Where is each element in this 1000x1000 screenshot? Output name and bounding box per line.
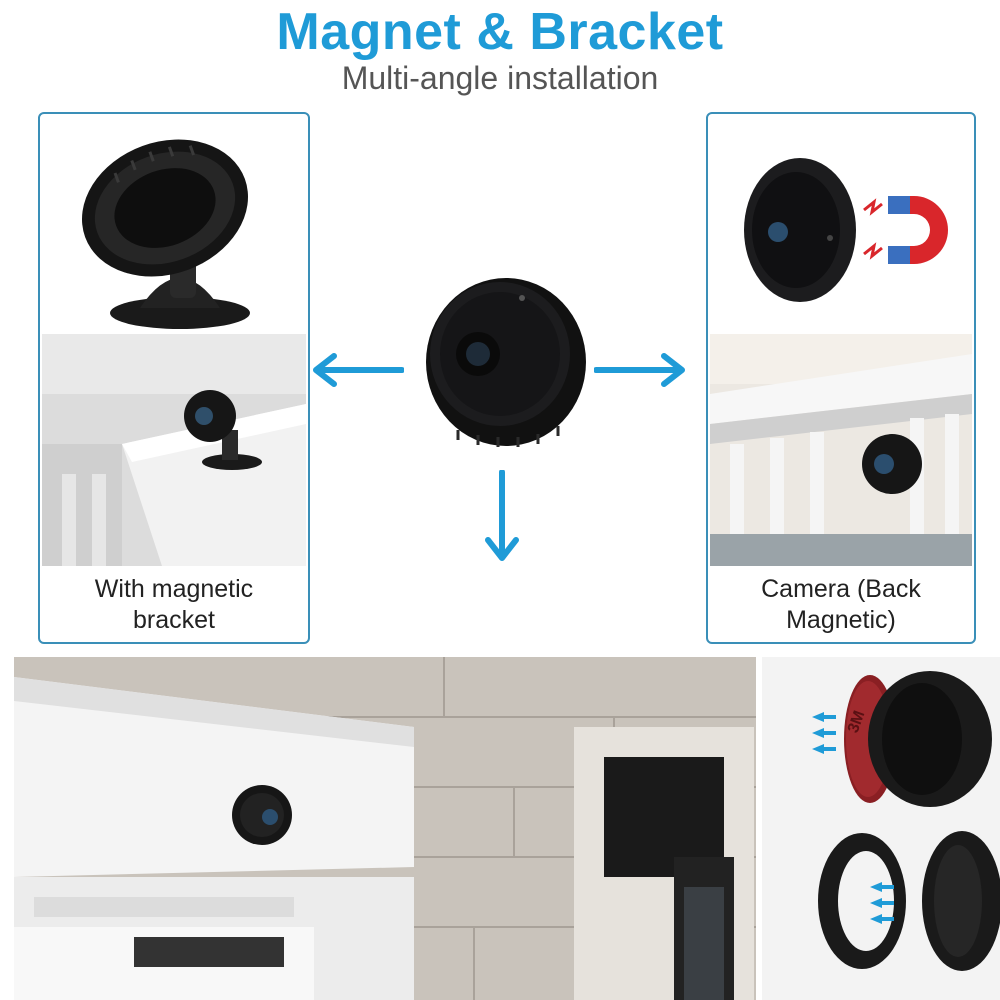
magnetic-back-panel: Camera (Back Magnetic) xyxy=(706,112,976,644)
adhesive-mount-diagram: 3M xyxy=(762,657,1000,1000)
magnetic-caption-line2: Magnetic) xyxy=(786,606,896,634)
bracket-mounted-photo xyxy=(42,334,306,566)
page-title: Magnet & Bracket xyxy=(276,3,724,61)
bracket-caption-line2: bracket xyxy=(133,606,215,634)
magnetic-caption-line1: Camera (Back xyxy=(761,575,921,603)
center-camera-image xyxy=(426,278,586,447)
page-subtitle: Multi-angle installation xyxy=(341,60,659,96)
magnet-icon xyxy=(888,196,948,264)
railing-mounted-photo xyxy=(710,334,972,566)
bracket-panel: With magnetic bracket xyxy=(38,112,310,644)
arrow-right-icon xyxy=(594,352,690,388)
bracket-caption-line1: With magnetic xyxy=(94,575,254,603)
adhesive-parts-image xyxy=(812,671,1000,971)
wall-mounted-photo xyxy=(14,657,756,1000)
arrow-left-icon xyxy=(308,352,404,388)
arrow-down-icon xyxy=(482,470,522,566)
camera-magnet-image xyxy=(744,158,948,302)
magnetic-bracket-camera-image xyxy=(81,139,250,329)
